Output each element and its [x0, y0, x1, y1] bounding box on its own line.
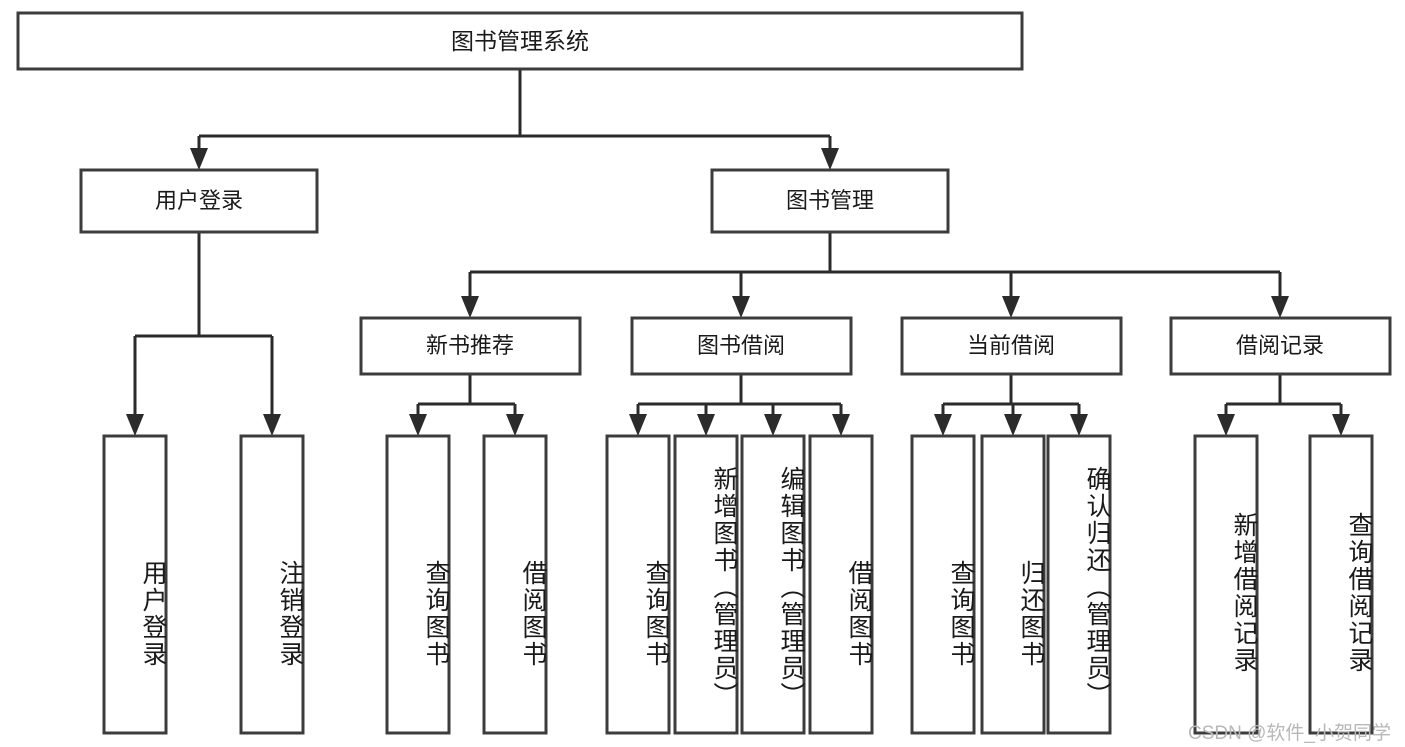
- node-user-login-box[interactable]: [79, 168, 319, 234]
- leaf-label-cb-query-book: 查询图书: [947, 560, 975, 668]
- connector-group-new-book-rec: [409, 374, 524, 436]
- csdn-watermark: CSDN @软件_小贺同学: [1188, 723, 1391, 744]
- node-root-box[interactable]: [16, 11, 1024, 71]
- node-new-book-rec-box[interactable]: [359, 316, 582, 376]
- node-current-borrow[interactable]: 当前借阅: [900, 316, 1123, 376]
- arrow-head-bb-query: [629, 414, 647, 436]
- leaf-box-logout[interactable]: [239, 434, 305, 735]
- arrow-head-bb-add: [697, 414, 715, 436]
- node-new-book-rec[interactable]: 新书推荐: [359, 316, 582, 376]
- node-current-borrow-label: 当前借阅: [967, 333, 1055, 358]
- leaf-label-bb-borrow-book: 借阅图书: [845, 560, 873, 668]
- arrow-head-br-query: [1332, 414, 1350, 436]
- node-new-book-rec-label: 新书推荐: [426, 333, 514, 358]
- leaf-box-bb-edit-book[interactable]: [740, 434, 806, 735]
- leaf-box-cb-return-book[interactable]: [980, 434, 1046, 735]
- leaf-label-nbr-query-book: 查询图书: [422, 560, 450, 668]
- node-current-borrow-box[interactable]: [900, 316, 1123, 376]
- node-book-borrow[interactable]: 图书借阅: [630, 316, 853, 376]
- node-borrow-record-box[interactable]: [1169, 316, 1392, 376]
- connector-group-book-manage: [461, 232, 1289, 318]
- leaf-label-cb-return-book: 归还图书: [1017, 560, 1045, 668]
- leaf-box-nbr-query-book[interactable]: [385, 434, 451, 735]
- leaf-box-bb-borrow-book[interactable]: [808, 434, 874, 735]
- leaf-label-cb-confirm-return: 确认归还（管理员）: [1083, 466, 1111, 709]
- arrow-head-cb-query: [934, 414, 952, 436]
- leaf-box-cb-confirm-return[interactable]: [1046, 434, 1112, 735]
- connector-group-borrow-record: [1217, 374, 1350, 436]
- leaf-label-user-login: 用户登录: [139, 560, 167, 668]
- node-root[interactable]: 图书管理系统: [16, 11, 1024, 71]
- arrow-head-book-manage: [821, 148, 839, 170]
- leaf-box-br-query-record[interactable]: [1308, 434, 1374, 735]
- arrow-head-borrow-record: [1271, 296, 1289, 318]
- node-user-login[interactable]: 用户登录: [79, 168, 319, 234]
- arrow-head-nbr-borrow: [506, 414, 524, 436]
- leaf-boxes: [102, 434, 1374, 735]
- leaf-label-bb-add-book: 新增图书（管理员）: [710, 466, 738, 709]
- node-book-manage-box[interactable]: [710, 168, 950, 234]
- leaf-label-br-add-record: 新增借阅记录: [1230, 511, 1258, 674]
- connector-group-user-login: [126, 232, 281, 436]
- arrow-head-nbr-query: [409, 414, 427, 436]
- leaf-box-nbr-borrow-book[interactable]: [482, 434, 548, 735]
- arrow-head-book-borrow: [732, 296, 750, 318]
- arrow-head-current-borrow: [1002, 296, 1020, 318]
- arrow-head-user-login: [190, 148, 208, 170]
- leaf-box-user-login[interactable]: [102, 434, 168, 735]
- leaf-box-bb-query-book[interactable]: [605, 434, 671, 735]
- arrow-head-cb-return: [1004, 414, 1022, 436]
- node-book-manage[interactable]: 图书管理: [710, 168, 950, 234]
- connector-group-book-borrow: [629, 374, 850, 436]
- node-user-login-label: 用户登录: [155, 188, 243, 213]
- node-book-manage-label: 图书管理: [786, 188, 874, 213]
- node-borrow-record-label: 借阅记录: [1236, 333, 1324, 358]
- node-book-borrow-box[interactable]: [630, 316, 853, 376]
- node-book-borrow-label: 图书借阅: [697, 333, 785, 358]
- arrow-head-bb-edit: [764, 414, 782, 436]
- leaf-label-logout: 注销登录: [276, 560, 304, 668]
- arrow-head-leaf-user-login: [126, 414, 144, 436]
- leaf-label-br-query-record: 查询借阅记录: [1345, 511, 1373, 674]
- connector-group-root: [190, 69, 839, 170]
- arrow-head-cb-confirm: [1070, 414, 1088, 436]
- arrow-head-new-book-rec: [461, 296, 479, 318]
- leaf-label-bb-query-book: 查询图书: [642, 560, 670, 668]
- leaf-label-bb-edit-book: 编辑图书（管理员）: [777, 466, 805, 709]
- arrow-head-leaf-logout: [263, 414, 281, 436]
- leaf-label-nbr-borrow-book: 借阅图书: [519, 560, 547, 668]
- node-borrow-record[interactable]: 借阅记录: [1169, 316, 1392, 376]
- leaf-box-bb-add-book[interactable]: [673, 434, 739, 735]
- leaf-box-br-add-record[interactable]: [1193, 434, 1259, 735]
- arrow-head-bb-borrow: [832, 414, 850, 436]
- arrow-head-br-add: [1217, 414, 1235, 436]
- node-root-label: 图书管理系统: [451, 28, 589, 54]
- connector-group-current-borrow: [934, 374, 1088, 436]
- leaf-box-cb-query-book[interactable]: [910, 434, 976, 735]
